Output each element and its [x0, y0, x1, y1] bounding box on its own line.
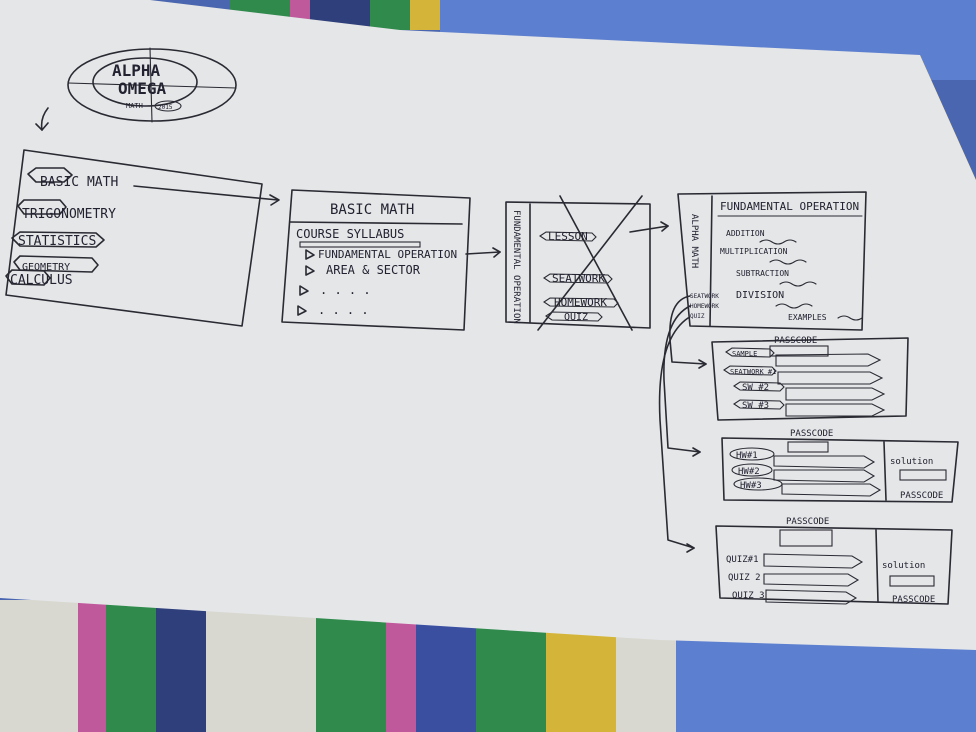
- quiz-item-3[interactable]: QUIZ 3: [732, 589, 858, 605]
- arrow-to-operation: [465, 251, 501, 255]
- operation-item-label: LESSON: [548, 230, 588, 243]
- seatwork-item-label: SAMPLE: [732, 350, 757, 358]
- homework-item-label: HW#2: [738, 467, 760, 477]
- arrow-to-homework-page: [663, 305, 701, 453]
- syllabus-item-area-sector[interactable]: AREA & SECTOR: [305, 263, 421, 277]
- lesson-side-item[interactable]: QUIZ: [690, 313, 705, 320]
- seatwork-item-label: SW #3: [742, 401, 769, 411]
- quiz-solution-box[interactable]: [889, 575, 935, 587]
- quiz-page: PASSCODE QUIZ#1 QUIZ 2 QUIZ 3 solution P…: [715, 517, 953, 605]
- quiz-item-label: QUIZ 2: [728, 573, 761, 583]
- operation-item-lesson[interactable]: LESSON: [539, 230, 597, 243]
- operation-item-label: HOMEWORK: [554, 296, 607, 309]
- topic-multiplication[interactable]: MULTIPLICATION: [720, 247, 807, 265]
- menu-item-label: GEOMETRY: [22, 262, 70, 273]
- syllabus-item-label: AREA & SECTOR: [326, 263, 421, 277]
- quiz-passcode-input[interactable]: [779, 529, 833, 547]
- seatwork-item-label: SEATWORK #1: [730, 368, 776, 376]
- syllabus-item-label: FUNDAMENTAL OPERATION: [318, 248, 457, 261]
- seatwork-item-1[interactable]: SEATWORK #1: [723, 365, 884, 385]
- topic-label: SUBTRACTION: [736, 269, 789, 278]
- logo-line3: MATH: [126, 102, 143, 110]
- quiz-item-label: QUIZ 3: [732, 591, 765, 601]
- homework-solution-box[interactable]: [899, 469, 947, 481]
- lesson-page: FUNDAMENTAL OPERATION ALPHA MATH ADDITIO…: [677, 191, 867, 331]
- arrow-to-lesson-page: [629, 225, 669, 233]
- topic-label: DIVISION: [736, 290, 784, 301]
- seatwork-item-sample[interactable]: SAMPLE: [725, 347, 882, 367]
- quiz-passcode2-label: PASSCODE: [892, 595, 935, 605]
- seatwork-passcode-input[interactable]: [769, 345, 829, 357]
- paper-sheet: [0, 0, 976, 650]
- logo-arrow: [40, 107, 49, 131]
- examples-label[interactable]: EXAMPLES: [788, 313, 827, 322]
- menu-item-basic-math[interactable]: BASIC MATH: [27, 167, 118, 190]
- menu-item-label: CALCULUS: [10, 273, 73, 288]
- quiz-item-label: QUIZ#1: [726, 555, 759, 565]
- menu-item-label: BASIC MATH: [40, 175, 118, 190]
- homework-item-1[interactable]: HW#1: [729, 447, 876, 469]
- syllabus-item-3[interactable]: . . . .: [299, 283, 371, 297]
- lesson-side-item[interactable]: HOMEWORK: [690, 303, 719, 310]
- seatwork-item-label: SW #2: [742, 383, 769, 393]
- syllabus-bar: [299, 241, 421, 248]
- syllabus-item-label: . . . .: [318, 303, 369, 317]
- homework-item-2[interactable]: HW#2: [731, 463, 876, 483]
- topic-subtraction[interactable]: SUBTRACTION: [736, 269, 817, 287]
- syllabus-item-label: . . . .: [320, 283, 371, 297]
- homework-passcode2-label: PASSCODE: [900, 491, 943, 501]
- quiz-passcode-label: PASSCODE: [786, 517, 829, 527]
- quiz-item-1[interactable]: QUIZ#1: [726, 553, 864, 569]
- operation-item-label: QUIZ: [564, 312, 588, 323]
- operation-panel: FUNDAMENTAL OPERATION LESSON SEATWORK HO…: [505, 195, 651, 331]
- menu-screen: BASIC MATH TRIGONOMETRY STATISTICS GEOME…: [5, 149, 263, 327]
- lesson-page-title: FUNDAMENTAL OPERATION: [720, 200, 859, 213]
- arrow-to-quiz-page: [658, 317, 695, 549]
- basic-math-screen: BASIC MATH COURSE SYLLABUS FUNDAMENTAL O…: [281, 189, 471, 331]
- menu-item-label: STATISTICS: [18, 234, 96, 249]
- syllabus-item-fundamental-operation[interactable]: FUNDAMENTAL OPERATION: [305, 248, 457, 261]
- homework-page: PASSCODE HW#1 HW#2 HW#3 solution PASSCOD…: [721, 429, 959, 503]
- menu-item-trigonometry[interactable]: TRIGONOMETRY: [17, 199, 116, 222]
- homework-passcode-label: PASSCODE: [790, 429, 833, 439]
- course-syllabus[interactable]: COURSE SYLLABUS: [296, 227, 404, 241]
- seatwork-passcode-label: PASSCODE: [774, 336, 817, 346]
- cross-out-line-2: [537, 195, 643, 331]
- homework-solution-label: solution: [890, 457, 933, 467]
- logo-badge: 2015: [158, 104, 173, 111]
- basic-math-title: BASIC MATH: [330, 202, 414, 218]
- topic-addition[interactable]: ADDITION: [726, 229, 797, 245]
- seatwork-page: PASSCODE SAMPLE SEATWORK #1 SW #2 SW #3: [711, 336, 909, 421]
- menu-item-statistics[interactable]: STATISTICS: [11, 231, 105, 249]
- lesson-side-item[interactable]: SEATWORK: [690, 293, 719, 300]
- quiz-item-2[interactable]: QUIZ 2: [728, 573, 860, 587]
- menu-item-label: TRIGONOMETRY: [22, 207, 116, 222]
- homework-item-label: HW#1: [736, 451, 758, 461]
- lesson-side-letters: ALPHA MATH: [689, 214, 699, 268]
- topic-label: MULTIPLICATION: [720, 247, 788, 256]
- seatwork-item-3[interactable]: SW #3: [733, 399, 886, 417]
- seatwork-item-2[interactable]: SW #2: [733, 381, 886, 401]
- logo: ALPHA OMEGA MATH 2015: [67, 47, 237, 123]
- menu-item-calculus[interactable]: CALCULUS: [5, 269, 73, 288]
- logo-line2: OMEGA: [118, 79, 167, 98]
- homework-item-label: HW#3: [740, 481, 762, 491]
- operation-side-label: FUNDAMENTAL OPERATION: [511, 210, 521, 324]
- homework-passcode-input[interactable]: [787, 441, 829, 453]
- homework-item-3[interactable]: HW#3: [733, 477, 882, 497]
- topic-label: ADDITION: [726, 229, 765, 238]
- syllabus-item-4[interactable]: . . . .: [297, 303, 369, 317]
- logo-line1: ALPHA: [112, 61, 161, 80]
- arrow-to-basic-math: [133, 185, 279, 201]
- topic-division[interactable]: DIVISION: [736, 290, 813, 309]
- quiz-solution-label: solution: [882, 561, 925, 571]
- cross-out-line-1: [559, 195, 633, 331]
